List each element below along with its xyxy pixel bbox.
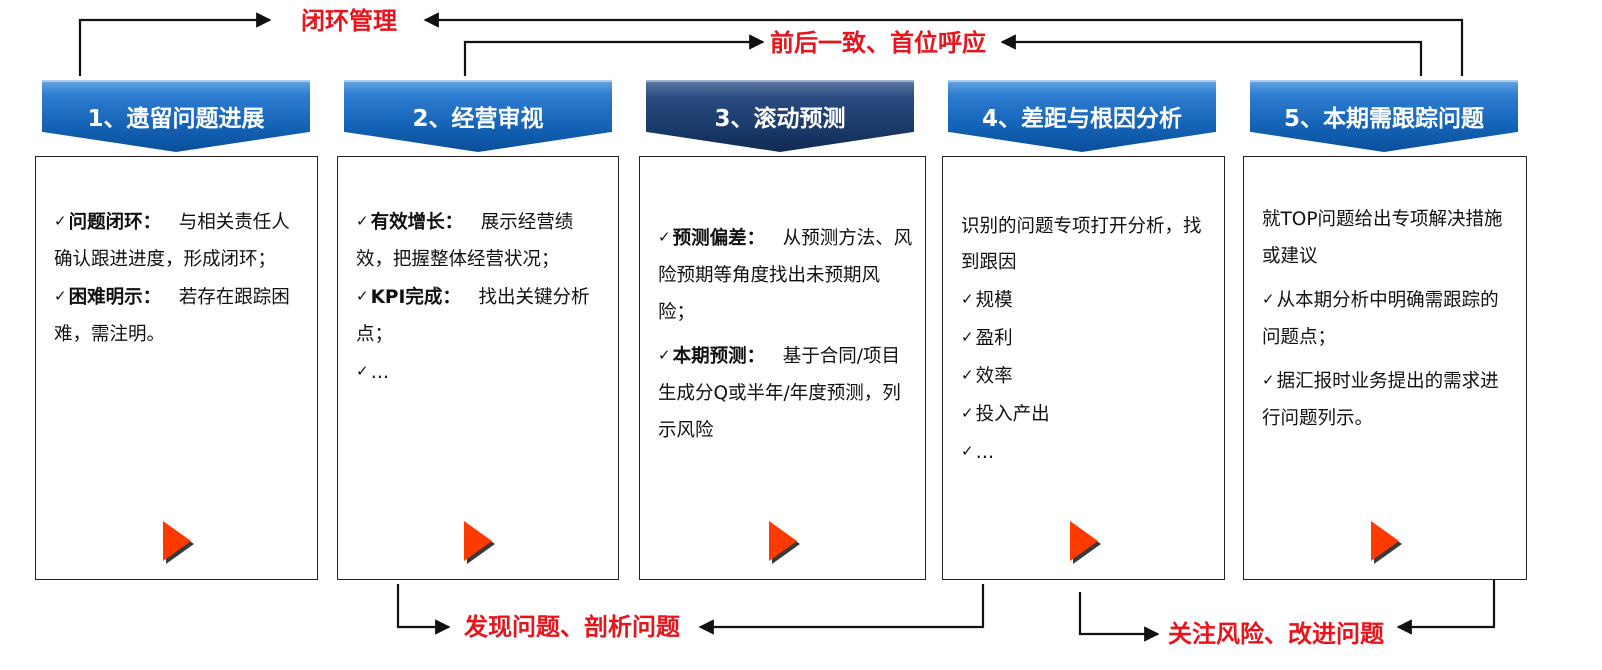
loop-arrow-top-outer-left	[78, 12, 272, 76]
check-icon: ✓	[961, 366, 974, 384]
play-icon	[162, 521, 191, 561]
check-icon: ✓	[961, 442, 974, 460]
check-icon: ✓	[961, 404, 974, 422]
item-text: 盈利	[975, 328, 1013, 349]
step-1-item: ✓问题闭环： 与相关责任人确认跟进进度，形成闭环；	[54, 203, 307, 278]
step-3-item: ✓本期预测： 基于合同/项目生成分Q或半年/年度预测，列示风险	[658, 337, 915, 449]
item-bold: 预测偏差：	[672, 228, 766, 249]
item-text: 规模	[975, 290, 1013, 311]
loop-arrow-top-inner-right	[1000, 34, 1423, 76]
loop-label-risk-improve: 关注风险、改进问题	[1168, 620, 1384, 648]
item-text: 效率	[975, 366, 1013, 387]
step-1-item: ✓困难明示： 若存在跟踪困难，需注明。	[54, 278, 307, 353]
play-icon	[464, 521, 492, 561]
step-3-item: ✓预测偏差： 从预测方法、风险预期等角度找出未预期风险；	[658, 219, 915, 331]
step-2-item: ✓KPI完成： 找出关键分析点；	[356, 278, 608, 353]
loop-arrow-bottom-right-left	[1078, 592, 1160, 642]
check-icon: ✓	[356, 212, 369, 230]
loop-arrow-bottom-left-left	[396, 584, 451, 635]
check-icon: ✓	[54, 287, 67, 305]
step-4-item: ✓…	[961, 433, 1214, 471]
step-2-item: ✓…	[356, 353, 608, 391]
loop-label-closed-loop: 闭环管理	[301, 7, 397, 35]
loop-label-consistency: 前后一致、首位呼应	[770, 29, 986, 57]
step-box-3: ✓预测偏差： 从预测方法、风险预期等角度找出未预期风险； ✓本期预测： 基于合同…	[639, 156, 926, 580]
loop-arrow-top-inner-left	[463, 34, 765, 76]
step-content-1: ✓问题闭环： 与相关责任人确认跟进进度，形成闭环； ✓困难明示： 若存在跟踪困难…	[54, 203, 307, 353]
item-bold: 有效增长：	[370, 212, 464, 233]
step-content-2: ✓有效增长： 展示经营绩效，把握整体经营状况； ✓KPI完成： 找出关键分析点；…	[356, 203, 608, 391]
step-4-intro: 识别的问题专项打开分析，找到跟因	[961, 216, 1202, 273]
loop-arrow-top-outer-right	[423, 12, 1464, 76]
loop-arrow-bottom-left-right	[698, 584, 985, 635]
loop-label-find-analyze: 发现问题、剖析问题	[464, 613, 680, 641]
item-text: 据汇报时业务提出的需求进行问题列示。	[1262, 371, 1499, 429]
item-bold: 困难明示：	[68, 287, 162, 308]
step-5-item: ✓从本期分析中明确需跟踪的问题点；	[1262, 281, 1516, 356]
step-content-5: 就TOP问题给出专项解决措施或建议 ✓从本期分析中明确需跟踪的问题点； ✓据汇报…	[1262, 201, 1516, 437]
step-box-5: 就TOP问题给出专项解决措施或建议 ✓从本期分析中明确需跟踪的问题点； ✓据汇报…	[1243, 156, 1527, 580]
step-4-item: ✓盈利	[961, 319, 1214, 357]
item-text: 投入产出	[975, 404, 1050, 425]
item-text: 从本期分析中明确需跟踪的问题点；	[1262, 290, 1499, 348]
step-content-4: 识别的问题专项打开分析，找到跟因 ✓规模 ✓盈利 ✓效率 ✓投入产出 ✓…	[961, 209, 1214, 471]
check-icon: ✓	[1262, 290, 1275, 308]
item-text: 从预测方法、风险预期等角度找出未预期风险；	[658, 228, 913, 323]
check-icon: ✓	[961, 290, 974, 308]
step-box-4: 识别的问题专项打开分析，找到跟因 ✓规模 ✓盈利 ✓效率 ✓投入产出 ✓…	[942, 156, 1225, 580]
step-5-item: ✓据汇报时业务提出的需求进行问题列示。	[1262, 362, 1516, 437]
loop-arrow-bottom-right-right	[1396, 578, 1496, 635]
item-text: 基于合同/项目生成分Q或半年/年度预测，列示风险	[658, 346, 901, 441]
check-icon: ✓	[356, 362, 369, 380]
check-icon: ✓	[658, 228, 671, 246]
step-content-3: ✓预测偏差： 从预测方法、风险预期等角度找出未预期风险； ✓本期预测： 基于合同…	[658, 219, 915, 449]
check-icon: ✓	[54, 212, 67, 230]
play-icon	[768, 521, 797, 561]
check-icon: ✓	[658, 346, 671, 364]
item-bold: 问题闭环：	[68, 212, 162, 233]
step-4-item: ✓投入产出	[961, 395, 1214, 433]
item-bold: 本期预测：	[672, 346, 766, 367]
step-2-item: ✓有效增长： 展示经营绩效，把握整体经营状况；	[356, 203, 608, 278]
step-5-intro: 就TOP问题给出专项解决措施或建议	[1262, 209, 1503, 267]
check-icon: ✓	[1262, 371, 1275, 389]
check-icon: ✓	[356, 287, 369, 305]
step-box-2: ✓有效增长： 展示经营绩效，把握整体经营状况； ✓KPI完成： 找出关键分析点；…	[337, 156, 619, 580]
item-text: …	[975, 442, 995, 463]
step-box-1: ✓问题闭环： 与相关责任人确认跟进进度，形成闭环； ✓困难明示： 若存在跟踪困难…	[35, 156, 318, 580]
step-4-item: ✓规模	[961, 281, 1214, 319]
item-text: 找出关键分析点；	[356, 287, 590, 345]
item-text: 若存在跟踪困难，需注明。	[54, 287, 290, 345]
play-icon	[1371, 521, 1399, 561]
item-text: …	[370, 362, 390, 383]
item-text: 展示经营绩效，把握整体经营状况；	[356, 212, 574, 270]
step-4-item: ✓效率	[961, 357, 1214, 395]
check-icon: ✓	[961, 328, 974, 346]
item-bold: KPI完成：	[370, 287, 461, 308]
item-text: 与相关责任人确认跟进进度，形成闭环；	[54, 212, 290, 270]
play-icon	[1069, 521, 1098, 561]
